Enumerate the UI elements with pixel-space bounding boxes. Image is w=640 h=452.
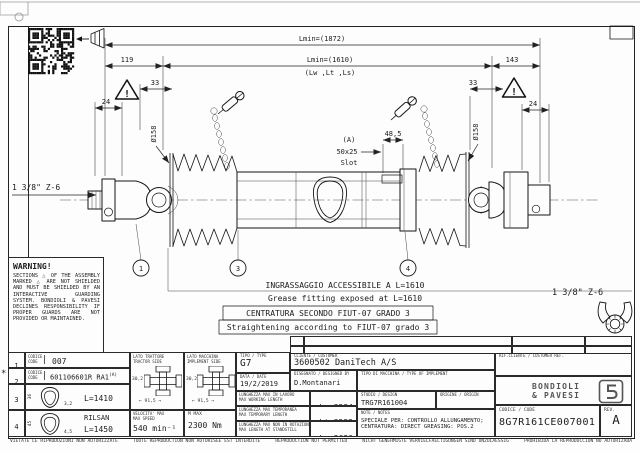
repro-note-es: PROHIBIDA LA REPRODUCCION NO AUTORIZADA bbox=[524, 439, 632, 444]
part-3-dim-side: 36 bbox=[28, 393, 34, 400]
design-no-cell: STUDIO / DESIGN TRG7R161004 bbox=[357, 391, 436, 409]
date-value: 19/2/2019 bbox=[240, 379, 278, 388]
max-speed-label-it: VELOCITA' MAX bbox=[133, 411, 165, 416]
len-work-value: Lw=2294 bbox=[319, 403, 353, 405]
tractor-side-label-en: TRACTOR SIDE bbox=[133, 358, 162, 364]
implement-type-label: TIPO DI MACCHINA / TYPE OF IMPLEMENT bbox=[361, 371, 448, 376]
repro-note-de: NICHT GENEHMIGTE VERVIELFAELTIGUNGEN SIN… bbox=[362, 439, 509, 444]
part-2-rev-mark: (A) bbox=[109, 373, 118, 378]
rev-label: REV. bbox=[604, 408, 616, 413]
date-label: DATA / DATE bbox=[240, 374, 267, 379]
customer-cell: CLIENTE / CUSTOMER 3600502 DaniTech A/S bbox=[290, 352, 495, 370]
rev-cell: REV. A bbox=[600, 405, 632, 437]
brand-cell: BONDIOLI & PAVESI bbox=[495, 376, 632, 405]
origin-cell: ORIGINE / ORIGIN bbox=[436, 391, 495, 409]
row2-star: * bbox=[1, 369, 7, 379]
brand-logo-icon bbox=[598, 379, 624, 404]
max-torque-label: M MAX bbox=[188, 412, 202, 417]
notes-cell: NOTE / NOTES SPECIALE PER: CONTROLLO ALL… bbox=[357, 409, 495, 437]
max-speed-label-en: MAX SPEED bbox=[133, 415, 155, 421]
warning-text: SECTIONS △ OF THE ASSEMBLY MARKED △ ARE … bbox=[13, 273, 100, 323]
tractor-cross-dim-w: ← 91,5 → bbox=[139, 399, 162, 404]
part-4-num: 4 bbox=[14, 423, 19, 431]
cross-journal-icon bbox=[197, 366, 235, 396]
len-work-label-cell: LUNGHEZZA MAX IN LAVORO MAX WORKING LENG… bbox=[236, 391, 310, 406]
origin-label: ORIGINE / ORIGIN bbox=[440, 392, 479, 397]
part-1-num: 1 bbox=[14, 362, 19, 368]
notes-line2: CENTRATURA: DIRECT GREASING: POS.2 bbox=[361, 424, 474, 431]
date-cell: DATA / DATE 19/2/2019 bbox=[236, 373, 290, 391]
part-2-label-it: CODICE bbox=[28, 370, 43, 375]
part-1-label-it: CODICE bbox=[28, 354, 43, 359]
max-speed-cell: VELOCITA' MAX MAX SPEED 540 min⁻¹ bbox=[130, 410, 184, 437]
len-temp-label-cell: LUNGHEZZA MAX TEMPORANEA MAX TEMPORARY L… bbox=[236, 406, 310, 421]
len-still-label-cell: LUNGHEZZA MAX NON IN ROTAZIONE MAX LENGT… bbox=[236, 421, 310, 437]
design-no-label: STUDIO / DESIGN bbox=[361, 392, 398, 397]
designer-cell: DISEGNATO / DESIGNED BY D.Montanari bbox=[290, 370, 357, 391]
repro-note-en: REPRODUCTION NOT PERMITTED bbox=[275, 439, 348, 444]
type-value: G7 bbox=[240, 357, 252, 369]
part-4-dim-side: 45 bbox=[28, 420, 34, 427]
len-temp-value: Lt=2522 bbox=[319, 418, 353, 420]
part-3-dim-wall: 3,2 bbox=[64, 402, 73, 407]
designer-value: D.Montanari bbox=[294, 378, 341, 387]
len-still-value: Ls=2636 bbox=[319, 434, 353, 436]
type-label: TIPO / TYPE bbox=[240, 353, 267, 358]
code-value: 8G7R161CE007001 bbox=[499, 417, 596, 429]
paper-edge bbox=[0, 1, 640, 16]
implement-side-cell: LATO MACCHINA IMPLEMENT SIDE 30,2 ← 91,5… bbox=[184, 352, 236, 410]
customer-ref-label: RIF.CLIENTE / CUSTOMER REF. bbox=[499, 353, 565, 358]
max-torque-cell: M MAX 2300 Nm bbox=[184, 410, 236, 437]
notes-label: NOTE / NOTES bbox=[361, 410, 390, 415]
part-2-num: 2 bbox=[14, 378, 19, 384]
part-2-code: 601106601R RA1 bbox=[50, 373, 110, 382]
part-4-dim-wall: 4,5 bbox=[64, 430, 73, 435]
part-1-code: 007 bbox=[52, 357, 67, 366]
implement-side-label-en: IMPLEMENT SIDE bbox=[187, 358, 221, 364]
max-speed-value: 540 min⁻¹ bbox=[133, 424, 177, 434]
part-3-num: 3 bbox=[14, 396, 19, 404]
customer-label: CLIENTE / CUSTOMER bbox=[294, 353, 338, 358]
implement-cross-dim-w: ← 91,5 → bbox=[192, 399, 215, 404]
part-1-label-en: CODE bbox=[28, 358, 38, 364]
customer-ref-cell: RIF.CLIENTE / CUSTOMER REF. bbox=[495, 352, 632, 376]
code-cell: CODICE / CODE 8G7R161CE007001 bbox=[495, 405, 600, 437]
code-label: CODICE / CODE bbox=[499, 408, 535, 413]
implement-cross-dim-h: 30,2 bbox=[186, 377, 198, 382]
part-4-length: L=1450 bbox=[84, 425, 113, 434]
warning-box: WARNING! SECTIONS △ OF THE ASSEMBLY MARK… bbox=[8, 257, 104, 352]
designer-label: DISEGNATO / DESIGNED BY bbox=[294, 371, 350, 376]
punch-hole bbox=[14, 12, 24, 22]
part-2-label-en: CODE bbox=[28, 374, 38, 380]
tractor-side-label-it: LATO TRATTORE bbox=[133, 354, 165, 359]
part-4-material: RILSAN bbox=[84, 414, 110, 422]
tube-profile-icon bbox=[40, 413, 60, 435]
part-3-length: L=1410 bbox=[84, 394, 113, 403]
warning-title: WARNING! bbox=[13, 262, 52, 271]
rev-value: A bbox=[612, 412, 620, 428]
tractor-side-cell: LATO TRATTORE TRACTOR SIDE 30,2 ← 91,5 → bbox=[130, 352, 184, 410]
type-cell: TIPO / TYPE G7 bbox=[236, 352, 290, 373]
reproduction-strip: VIETATE LE RIPRODUZIONI NON AUTORIZZATE … bbox=[10, 439, 632, 444]
implement-side-label-it: LATO MACCHINA bbox=[187, 354, 219, 359]
implement-type-cell: TIPO DI MACCHINA / TYPE OF IMPLEMENT bbox=[357, 370, 495, 391]
tube-profile-icon bbox=[40, 387, 60, 408]
customer-value: 3600502 DaniTech A/S bbox=[294, 357, 397, 368]
notes-line1: SPECIALE PER: CONTROLLO ALLUNGAMENTO; bbox=[361, 417, 484, 424]
sheet-frame bbox=[8, 26, 635, 439]
repro-note-fr: TOUTE REPRODUCTION NON AUTORISEE EST INT… bbox=[133, 439, 261, 444]
brand-name: BONDIOLI & PAVESI bbox=[532, 382, 581, 400]
tractor-cross-dim-h: 30,2 bbox=[132, 377, 144, 382]
max-torque-value: 2300 Nm bbox=[188, 421, 222, 431]
repro-note-it: VIETATE LE RIPRODUZIONI NON AUTORIZZATE bbox=[10, 439, 118, 444]
filing-margin-line bbox=[28, 26, 29, 257]
design-no-value: TRG7R161004 bbox=[361, 398, 408, 407]
cross-journal-icon bbox=[144, 366, 182, 396]
